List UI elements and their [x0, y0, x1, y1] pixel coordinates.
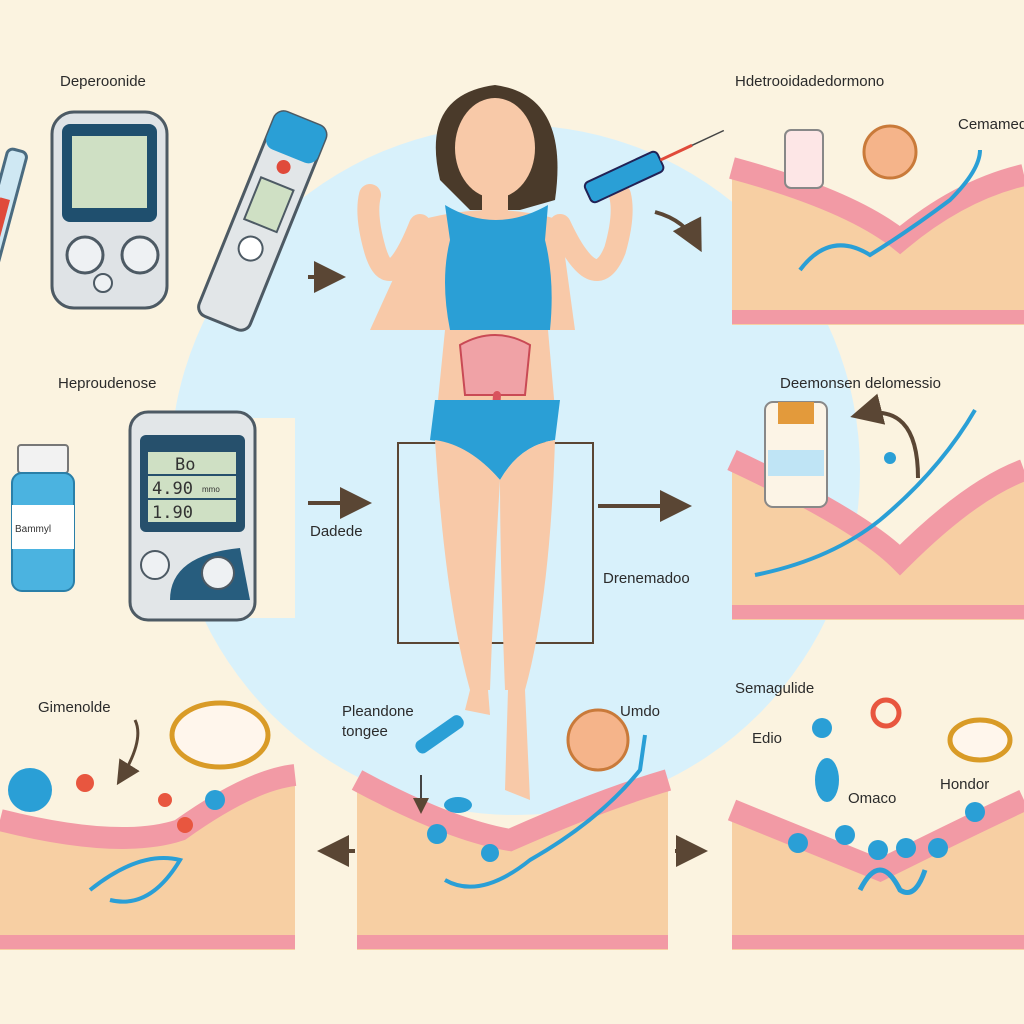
label-edio: Edio: [752, 730, 782, 747]
meter-row-3: 1.90: [152, 503, 193, 523]
glucose-meter-top: [50, 110, 169, 310]
label-top-left: Deperoonide: [60, 73, 146, 90]
meter-row-1: Bo: [175, 455, 195, 475]
label-center-right: Drenemadoo: [603, 570, 690, 587]
syringe-hand: [583, 129, 725, 204]
syringe-left: [0, 147, 28, 279]
glucose-meter-mid: Bo 4.90 mmo 1.90: [128, 410, 257, 622]
meter-row-2: 4.90: [152, 479, 193, 499]
label-omaco: Omaco: [848, 790, 896, 807]
label-bottom-mid-right: Umdo: [620, 703, 660, 720]
tissue-panel-bottom-left: [0, 700, 297, 950]
tissue-panel-bottom-right: [727, 697, 1024, 950]
arrow-curve-mid: [850, 393, 920, 479]
label-top-right-cell: Cemamed: [958, 116, 1024, 133]
woman-figure: [357, 85, 633, 800]
label-mid-right: Deemonsen delomessio: [780, 375, 941, 392]
label-bottom-mid-1: Pleandone: [342, 703, 414, 720]
small-vial: [784, 129, 824, 189]
label-top-right: Hdetrooidadedormono: [735, 73, 884, 90]
meter-unit: mmo: [202, 485, 220, 494]
label-mid-left: Heproudenose: [58, 375, 156, 392]
label-bottom-right: Semagulide: [735, 680, 814, 697]
label-bottom-mid-2: tongee: [342, 723, 388, 740]
cell-icon: [862, 124, 918, 180]
vial-label: Bammyl: [15, 524, 51, 535]
label-center-left: Dadede: [310, 523, 363, 540]
arrow-curve-bottom-left: [116, 719, 140, 786]
insulin-pen: [197, 110, 328, 332]
arrow-curve-top: [654, 210, 702, 253]
label-bottom-left: Gimenolde: [38, 699, 111, 716]
medicine-vial: Bammyl: [11, 444, 75, 592]
tissue-panel-mid-right: [727, 401, 1024, 620]
label-hondor: Hondor: [940, 776, 989, 793]
